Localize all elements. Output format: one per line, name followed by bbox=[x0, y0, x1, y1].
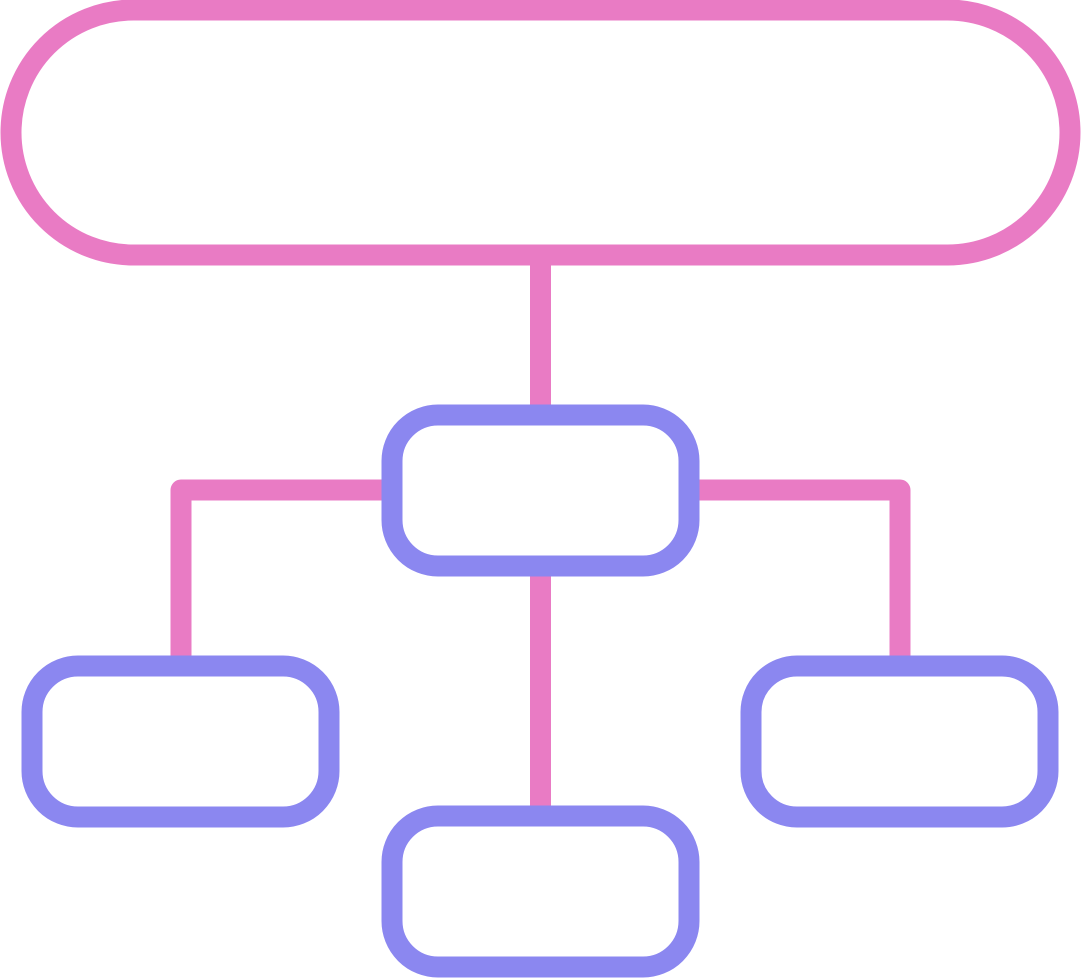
right-node bbox=[740, 655, 1059, 828]
connector-middle-to-right bbox=[689, 479, 911, 666]
root-node bbox=[0, 0, 1081, 266]
left-node bbox=[21, 655, 340, 828]
connector-middle-to-left bbox=[170, 479, 392, 666]
middle-node bbox=[381, 404, 700, 577]
center-node bbox=[381, 805, 700, 978]
connectors bbox=[170, 255, 911, 816]
